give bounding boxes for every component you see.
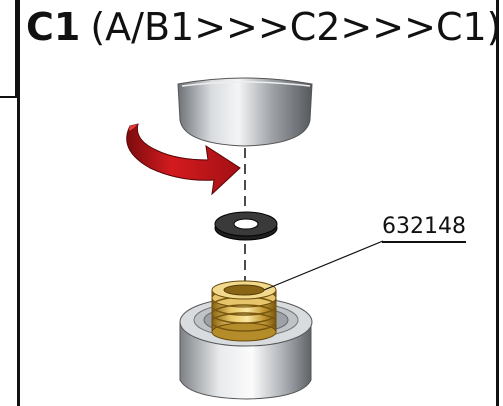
frame-corner-box [0,0,18,98]
part-leader-line [263,240,384,291]
step-code: C1 [26,5,81,49]
threaded-insert [211,280,277,342]
part-number-label: 632148 [382,214,466,243]
handle-cap [177,77,313,147]
frame-left-border [17,0,20,406]
step-heading: C1(A/B1>>>C2>>>C1) [26,2,501,52]
rotation-arrow-icon [126,123,241,196]
washer [214,211,278,241]
frame-right-border [496,0,499,406]
step-sequence: (A/B1>>>C2>>>C1) [90,5,502,49]
